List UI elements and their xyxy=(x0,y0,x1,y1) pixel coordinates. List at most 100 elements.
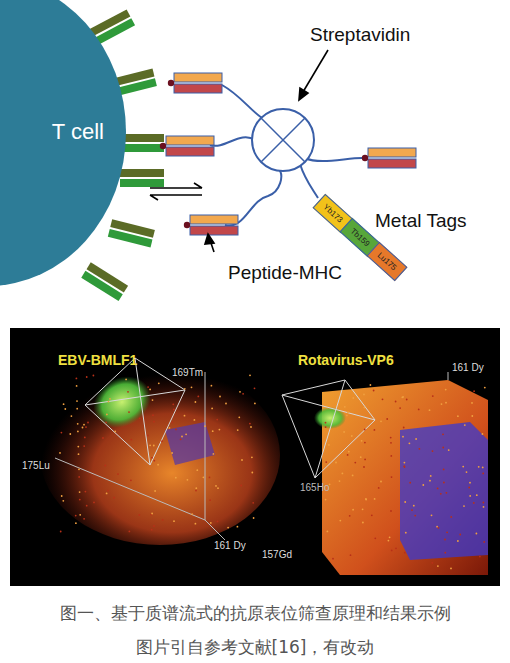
isotope-label: Yb173 xyxy=(321,202,344,224)
scatter-dot xyxy=(401,396,403,398)
scatter-dot xyxy=(399,407,401,409)
scatter-dot xyxy=(354,462,356,464)
scatter-dot xyxy=(128,411,130,413)
axis-label: 165Ho xyxy=(300,482,329,494)
scatter-dot xyxy=(71,415,73,417)
scatter-dot xyxy=(403,427,405,429)
scatter-dot xyxy=(152,414,154,416)
scatter-dot xyxy=(352,475,354,477)
scatter-dot xyxy=(211,408,213,410)
scatter-dot xyxy=(252,502,254,504)
scatter-dot xyxy=(352,397,354,399)
scatter-dot xyxy=(149,444,151,446)
scatter-dot xyxy=(85,426,87,428)
scatter-dot xyxy=(225,403,227,405)
scatter-dot xyxy=(238,416,240,418)
scatter-dot xyxy=(391,476,393,478)
scatter-dot xyxy=(203,476,205,478)
scatter-dot xyxy=(445,402,447,404)
scatter-dot xyxy=(482,433,484,435)
scatter-dot xyxy=(362,508,364,510)
scatter-dot xyxy=(195,487,197,489)
cell-cloud xyxy=(40,365,280,545)
scatter-dot xyxy=(442,447,444,449)
scatter-dot xyxy=(76,378,78,380)
scatter-dot xyxy=(360,456,362,458)
scatter-dot xyxy=(209,477,211,479)
figure-caption: 图一、基于质谱流式的抗原表位筛查原理和结果示例 图片引自参考文献[16]，有改动 xyxy=(20,596,490,663)
positive-cluster xyxy=(314,407,346,429)
axis-label: 169Tm xyxy=(172,367,203,379)
streptavidin-cross xyxy=(261,118,305,162)
cell-label: T cell xyxy=(52,119,104,145)
scatter-dot xyxy=(78,468,80,470)
scatter-dot xyxy=(79,514,81,516)
scatter-dot xyxy=(85,491,87,493)
scatter-dot xyxy=(59,452,61,454)
scatter-dot xyxy=(84,437,86,439)
scatter-dot xyxy=(151,513,153,515)
scatter-dot xyxy=(157,464,159,466)
scatter-dot xyxy=(61,432,63,434)
scatter-dot xyxy=(83,445,85,447)
scatter-dot xyxy=(380,481,382,483)
scatter-dot xyxy=(216,419,218,421)
scatter-dot xyxy=(429,480,431,482)
scatter-dot xyxy=(364,429,366,431)
scatter-dot xyxy=(395,547,397,549)
scatter-dot xyxy=(374,498,376,500)
scatter-dot xyxy=(251,456,253,458)
scatter-dot xyxy=(130,479,132,481)
scatter-dot xyxy=(441,403,443,405)
scatter-dot xyxy=(431,514,433,516)
scatter-dot xyxy=(471,415,473,417)
scatter-dot xyxy=(404,501,406,503)
scatter-dot xyxy=(153,421,155,423)
scatter-dot xyxy=(106,493,108,495)
scatter-dot xyxy=(82,427,84,429)
scatter-dot xyxy=(374,429,376,431)
negative-region xyxy=(165,422,215,465)
scatter-dot xyxy=(389,536,391,538)
scatter-dot xyxy=(162,519,164,521)
scatter-dot xyxy=(147,435,149,437)
scatter-dot xyxy=(390,442,392,444)
scatter-dot xyxy=(113,497,115,499)
scatter-dot xyxy=(446,531,448,533)
scatter-dot xyxy=(478,466,480,468)
scatter-dot xyxy=(378,487,380,489)
scatter-dot xyxy=(466,471,468,473)
axis-label: 161 Dy xyxy=(214,540,246,552)
scatter-dot xyxy=(158,382,160,384)
scatter-dot xyxy=(380,420,382,422)
scatter-dot xyxy=(106,414,108,416)
scatter-dot xyxy=(102,437,104,439)
scatter-dot xyxy=(129,531,131,533)
scatter-dot xyxy=(161,440,163,442)
scatter-dot xyxy=(154,490,156,492)
scatter-dot xyxy=(409,442,411,444)
scatter-dot xyxy=(86,376,88,378)
scatter-dot xyxy=(217,487,219,489)
scatter-dot xyxy=(219,396,221,398)
scatter-dot xyxy=(109,398,111,400)
scatter-dot xyxy=(187,479,189,481)
scatter-dot xyxy=(365,499,367,501)
scatter-dot xyxy=(374,537,376,539)
scatter-dot xyxy=(364,459,366,461)
scatter-dot xyxy=(442,433,444,435)
scatter-dot xyxy=(180,438,182,440)
scatter-dot xyxy=(254,387,256,389)
scatter-dot xyxy=(87,422,89,424)
scatter-dot xyxy=(457,540,459,542)
scatter-dot xyxy=(371,514,373,516)
scatter-dot xyxy=(448,449,450,451)
scatter-dot xyxy=(130,439,132,441)
axis-label: 161 Dy xyxy=(452,362,484,374)
scatter-dot xyxy=(149,389,151,391)
scatter-dot xyxy=(325,461,327,463)
scatter-dot xyxy=(117,473,119,475)
scatter-dot xyxy=(402,396,404,398)
positive-cluster xyxy=(84,366,160,438)
scatter-dot xyxy=(402,436,404,438)
